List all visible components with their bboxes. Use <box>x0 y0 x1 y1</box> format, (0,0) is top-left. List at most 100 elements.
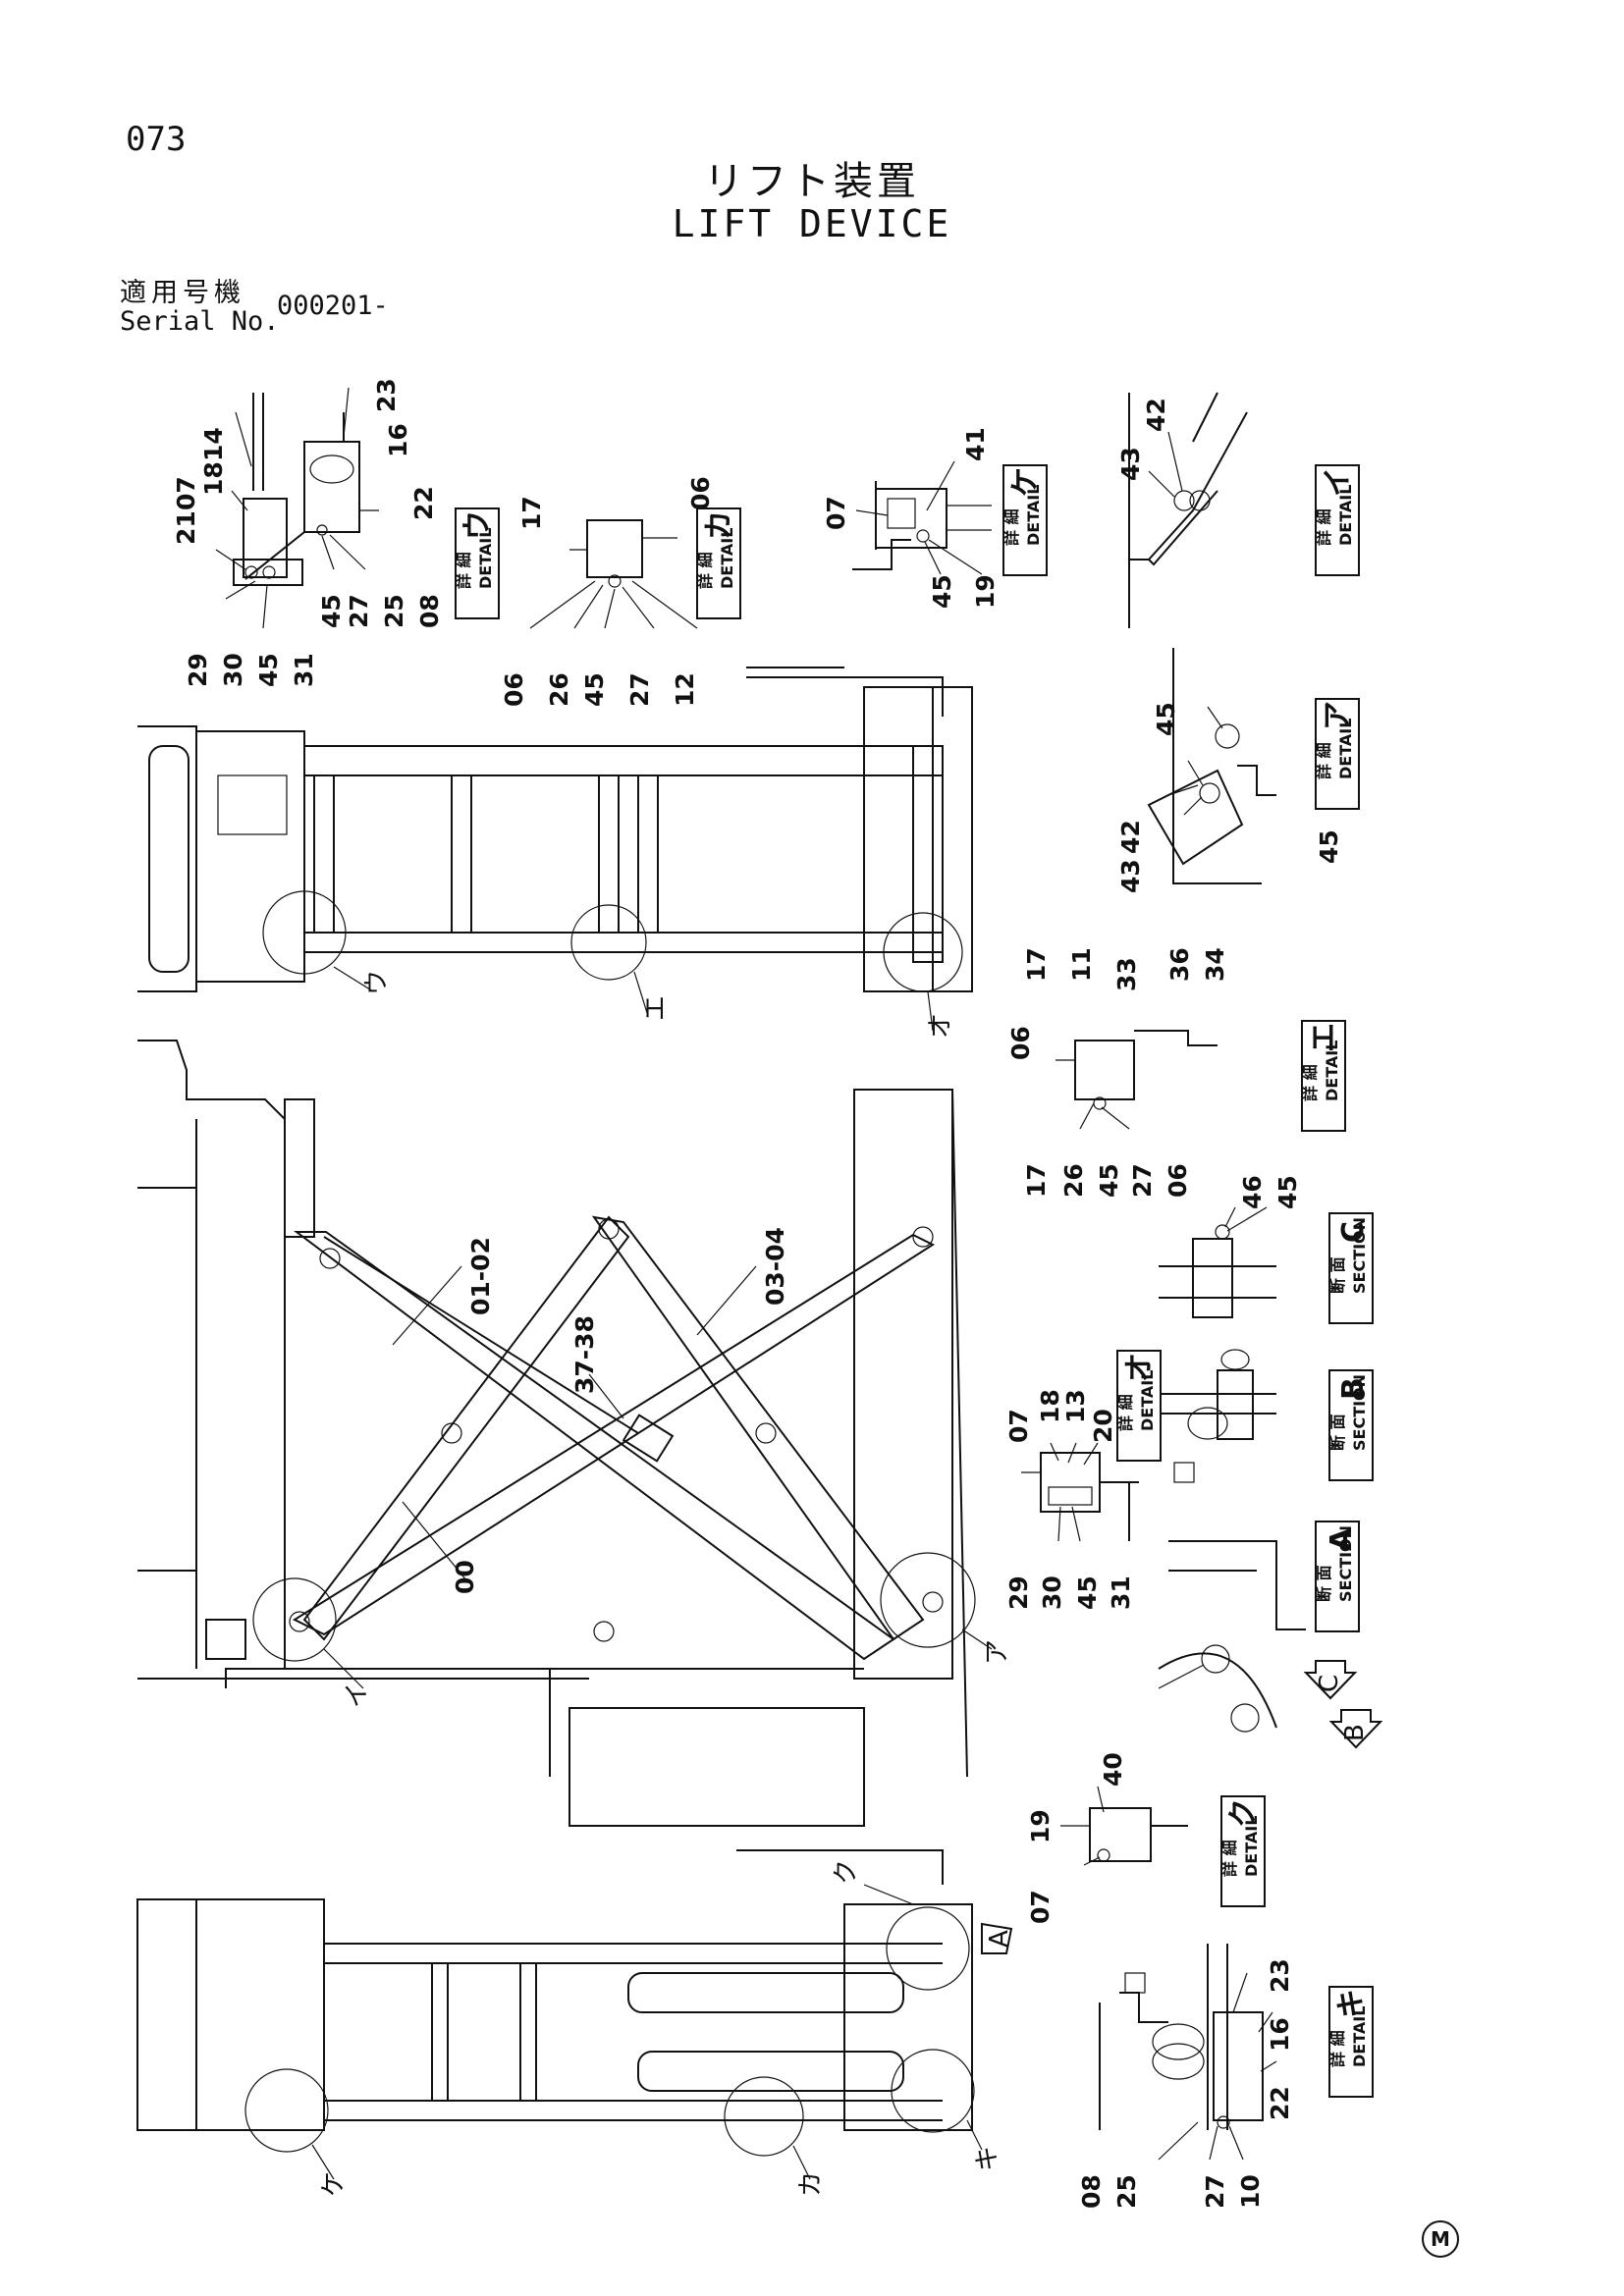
callout-label: 45 <box>1095 1163 1123 1198</box>
svg-text:ケ: ケ <box>1008 467 1043 497</box>
view-marker-e: エ <box>641 995 671 1021</box>
svg-text:詳 細: 詳 細 <box>455 552 473 589</box>
callout-label: 42 <box>1116 820 1145 854</box>
callout-label: 18 <box>1036 1389 1064 1423</box>
callout-label: 27 <box>1128 1163 1157 1198</box>
callout-label: 16 <box>1266 2017 1294 2052</box>
callout-label: 13 <box>1061 1389 1090 1423</box>
detail-e-view <box>1056 1030 1218 1130</box>
svg-text:詳 細: 詳 細 <box>1315 508 1333 546</box>
callout-label: 07 <box>1026 1890 1055 1924</box>
svg-text:ウ: ウ <box>460 510 495 540</box>
page-title-en: LIFT DEVICE <box>672 202 952 245</box>
detail-ke-top-box: 詳 細 DETAIL ケ <box>1002 464 1048 576</box>
detail-a-callouts: 45 43 42 45 <box>1116 702 1343 893</box>
serial-label-en: Serial No. <box>120 306 280 337</box>
detail-o-view <box>1021 1442 1139 1542</box>
callout-label: 40 <box>1099 1752 1127 1787</box>
callout-label: 17 <box>1022 947 1051 982</box>
callout-label: 45 <box>254 653 283 687</box>
serial-label-jp: 適用号機 <box>120 278 245 308</box>
detail-o-box: 詳 細 DETAIL オ <box>1116 1350 1162 1462</box>
detail-e-callouts: 17 11 33 36 34 06 17 26 45 27 06 <box>1006 947 1229 1198</box>
detail-u-view <box>215 387 379 629</box>
callout-label: 29 <box>184 653 212 687</box>
side-view-labels: 01-02 03-04 37-38 00 イ ア <box>343 1227 1012 1708</box>
detail-ke-top-view <box>852 460 992 575</box>
svg-text:C: C <box>1336 1221 1371 1243</box>
svg-text:キ: キ <box>1334 1989 1369 2018</box>
bottom-plan-view <box>136 1849 1013 2180</box>
svg-text:ク: ク <box>1226 1798 1261 1828</box>
section-a-box: 断 面 SECTION A <box>1315 1521 1360 1632</box>
svg-text:DETAIL: DETAIL <box>1024 485 1043 546</box>
svg-text:詳 細: 詳 細 <box>1315 742 1333 779</box>
callout-label: 30 <box>1038 1575 1066 1610</box>
detail-ka-box: 詳 細 DETAIL カ <box>696 507 741 619</box>
callout-label: 43 <box>1116 859 1145 893</box>
callout-label: 29 <box>1004 1575 1033 1610</box>
callout-label: 23 <box>1266 1958 1294 1993</box>
detail-ke-top-callouts: 41 07 45 19 <box>822 427 1000 609</box>
detail-ka-view <box>529 519 698 629</box>
svg-text:DETAIL: DETAIL <box>1336 719 1355 779</box>
callout-label: 34 <box>1201 947 1229 982</box>
section-b-view <box>1149 1349 1276 1483</box>
callout-label: 25 <box>380 594 408 628</box>
svg-text:詳 細: 詳 細 <box>1002 508 1021 546</box>
callout-label: 45 <box>1315 829 1343 864</box>
svg-text:イ: イ <box>1321 467 1355 497</box>
svg-text:DETAIL: DETAIL <box>476 528 495 589</box>
callout-label: 14 <box>199 427 228 461</box>
detail-e-box: 詳 細 DETAIL エ <box>1301 1020 1346 1132</box>
svg-text:DETAIL: DETAIL <box>1350 2006 1369 2067</box>
detail-ku-box: 詳 細 DETAIL ク <box>1220 1795 1266 1907</box>
svg-text:オ: オ <box>1122 1353 1157 1382</box>
callout-label: 45 <box>1273 1175 1302 1209</box>
detail-ka-callouts: 06 17 06 26 45 27 12 <box>500 476 715 707</box>
section-c-box: 断 面 SECTION C <box>1328 1212 1374 1324</box>
callout-label: 45 <box>928 574 956 609</box>
serial-value: 000201- <box>277 291 389 321</box>
callout-label: 43 <box>1116 447 1145 481</box>
callout-label: 11 <box>1067 947 1096 982</box>
svg-text:B: B <box>1336 1377 1371 1400</box>
callout-label: 12 <box>671 672 699 707</box>
view-marker-ka: カ <box>796 2171 826 2197</box>
callout-label: 41 <box>961 427 990 461</box>
callout-label: 45 <box>317 594 346 628</box>
section-arrow-c: C <box>1315 1675 1344 1692</box>
part-label-00: 00 <box>451 1560 479 1594</box>
side-view-scissor <box>137 1040 993 1827</box>
view-marker-ke: ケ <box>319 2171 349 2197</box>
svg-text:SECTION: SECTION <box>1336 1525 1355 1602</box>
callout-label: 06 <box>1164 1163 1192 1198</box>
svg-text:カ: カ <box>702 510 736 540</box>
svg-text:SECTION: SECTION <box>1350 1217 1369 1294</box>
detail-ku-view <box>1060 1786 1188 1866</box>
svg-text:DETAIL: DETAIL <box>718 528 736 589</box>
view-marker-a: ア <box>983 1639 1012 1665</box>
callout-label: 07 <box>1004 1409 1033 1443</box>
detail-u-callouts: 23 16 14 18 07 21 22 08 25 27 45 31 45 3… <box>172 378 444 687</box>
section-c-callouts: 46 45 <box>1238 1175 1302 1209</box>
manufacturer-mark: M <box>1422 2220 1459 2258</box>
part-label-03-04: 03-04 <box>761 1227 789 1306</box>
svg-text:A: A <box>1325 1527 1359 1551</box>
callout-label: 46 <box>1238 1175 1267 1209</box>
callout-label: 06 <box>1006 1026 1035 1060</box>
svg-text:詳 細: 詳 細 <box>1220 1840 1239 1877</box>
view-marker-ku: ク <box>832 1859 861 1885</box>
callout-label: 06 <box>686 476 715 510</box>
svg-text:詳 細: 詳 細 <box>1116 1394 1135 1431</box>
section-c-view <box>1159 1206 1276 1318</box>
svg-text:断 面: 断 面 <box>1328 1414 1347 1451</box>
svg-text:DETAIL: DETAIL <box>1336 485 1355 546</box>
svg-text:ア: ア <box>1321 701 1355 730</box>
callout-label: 45 <box>580 672 609 707</box>
svg-text:エ: エ <box>1307 1023 1341 1052</box>
detail-a-box: 詳 細 DETAIL ア <box>1315 698 1360 810</box>
svg-text:詳 細: 詳 細 <box>696 552 715 589</box>
callout-label: 27 <box>1201 2174 1229 2209</box>
